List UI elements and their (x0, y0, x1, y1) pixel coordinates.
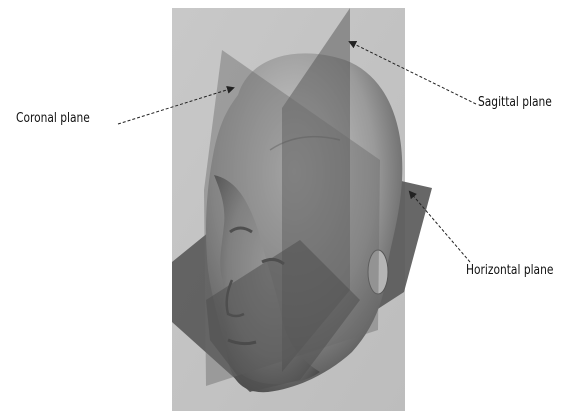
sagittal-plane-label: Sagittal plane (478, 95, 552, 110)
horizontal-plane-label: Horizontal plane (466, 263, 553, 278)
coronal-plane-label: Coronal plane (16, 111, 90, 126)
